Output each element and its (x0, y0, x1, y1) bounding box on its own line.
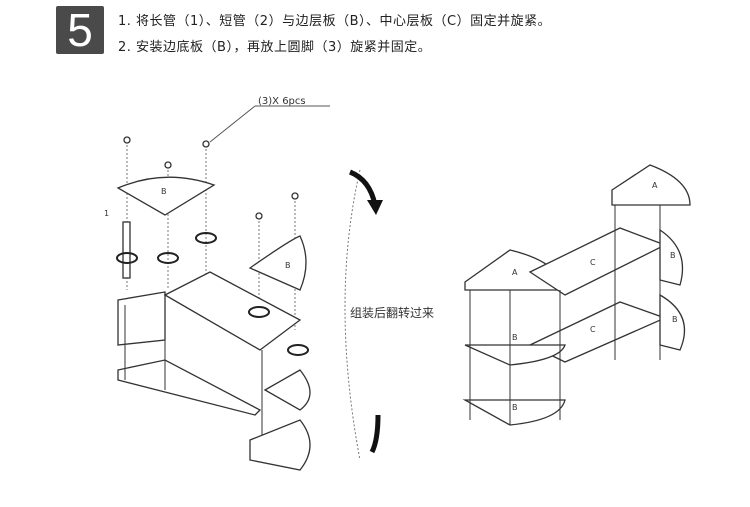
label-b: B (512, 333, 518, 342)
flip-instruction: 组装后翻转过来 (350, 305, 434, 320)
label-b: B (285, 261, 291, 270)
label-c: C (590, 258, 596, 267)
label-b: B (512, 403, 518, 412)
label-a: A (652, 181, 658, 190)
feet-callout: (3)X 6pcs (258, 96, 306, 107)
long-tube (122, 221, 131, 279)
assembled-unit: A A C C B B B B (462, 164, 691, 426)
label-a: A (512, 268, 518, 277)
label-b: B (670, 251, 676, 260)
instruction-line-1: 1. 将长管（1）、短管（2）与边层板（B）、中心层板（C）固定并旋紧。 (118, 14, 552, 29)
step-number-badge: 5 (56, 6, 104, 54)
tube-label: 1 (104, 209, 109, 218)
corner-board-b (116, 176, 216, 216)
side-board-b (248, 235, 307, 291)
label-b: B (161, 187, 167, 196)
left-assembly (117, 271, 311, 471)
instruction-line-2: 2. 安装边底板（B），再放上圆脚（3）旋紧并固定。 (118, 40, 432, 55)
label-b: B (672, 315, 678, 324)
label-c: C (590, 325, 596, 334)
